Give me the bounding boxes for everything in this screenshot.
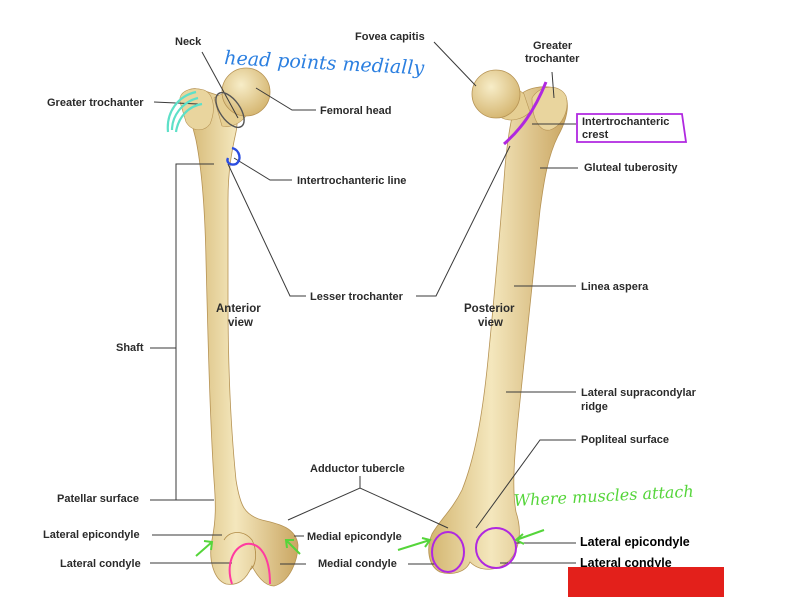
label-popliteal-surface: Popliteal surface	[581, 434, 669, 446]
posterior-view-label-1: Posterior	[464, 303, 515, 315]
label-femoral-head: Femoral head	[320, 105, 392, 117]
posterior-view-label-2: view	[478, 317, 503, 329]
label-lateral-epicondyle-right: Lateral epicondyle	[580, 535, 690, 549]
fovea-capitis-leader	[434, 42, 476, 86]
green-arrow-medial-epicondyle-right	[398, 538, 430, 550]
label-gluteal-tuberosity: Gluteal tuberosity	[584, 162, 678, 174]
label-greater-trochanter-right-1: Greater	[533, 40, 573, 52]
label-fovea-capitis: Fovea capitis	[355, 31, 425, 43]
redaction-block	[568, 567, 724, 597]
label-lateral-epicondyle-left: Lateral epicondyle	[43, 529, 140, 541]
label-intertrochanteric-line: Intertrochanteric line	[297, 175, 406, 187]
anterior-femur: Anterior view	[180, 68, 298, 586]
label-intertrochanteric-crest-1: Intertrochanteric	[582, 116, 669, 128]
lesser-trochanter-leader-left	[228, 164, 306, 296]
label-patellar-surface: Patellar surface	[57, 493, 139, 505]
label-neck: Neck	[175, 36, 202, 48]
anterior-greater-trochanter	[180, 89, 214, 130]
anterior-view-label-1: Anterior	[216, 303, 261, 315]
label-lesser-trochanter: Lesser trochanter	[310, 291, 404, 303]
green-arrow-lateral-epicondyle-right	[516, 530, 544, 544]
label-linea-aspera: Linea aspera	[581, 281, 649, 293]
label-greater-trochanter-right-2: trochanter	[525, 53, 580, 65]
label-lateral-supracondylar-ridge-2: ridge	[581, 401, 608, 413]
green-arrow-lateral-epicondyle	[196, 541, 212, 556]
label-medial-condyle: Medial condyle	[318, 558, 397, 570]
intertrochanteric-line-leader	[234, 158, 292, 180]
label-adductor-tubercle: Adductor tubercle	[310, 463, 405, 475]
anterior-view-label-2: view	[228, 317, 253, 329]
annotation-where-muscles-attach: Where muscles attach	[513, 482, 694, 510]
posterior-femoral-head	[472, 70, 520, 118]
label-greater-trochanter-left: Greater trochanter	[47, 97, 144, 109]
anterior-femur-shaft	[185, 89, 298, 586]
label-lateral-condyle-left: Lateral condyle	[60, 558, 141, 570]
adductor-tubercle-leader	[288, 488, 448, 528]
label-lateral-supracondylar-ridge-1: Lateral supracondylar	[581, 387, 697, 399]
label-medial-epicondyle: Medial epicondyle	[307, 531, 402, 543]
label-shaft: Shaft	[116, 342, 144, 354]
label-intertrochanteric-crest-2: crest	[582, 129, 609, 141]
